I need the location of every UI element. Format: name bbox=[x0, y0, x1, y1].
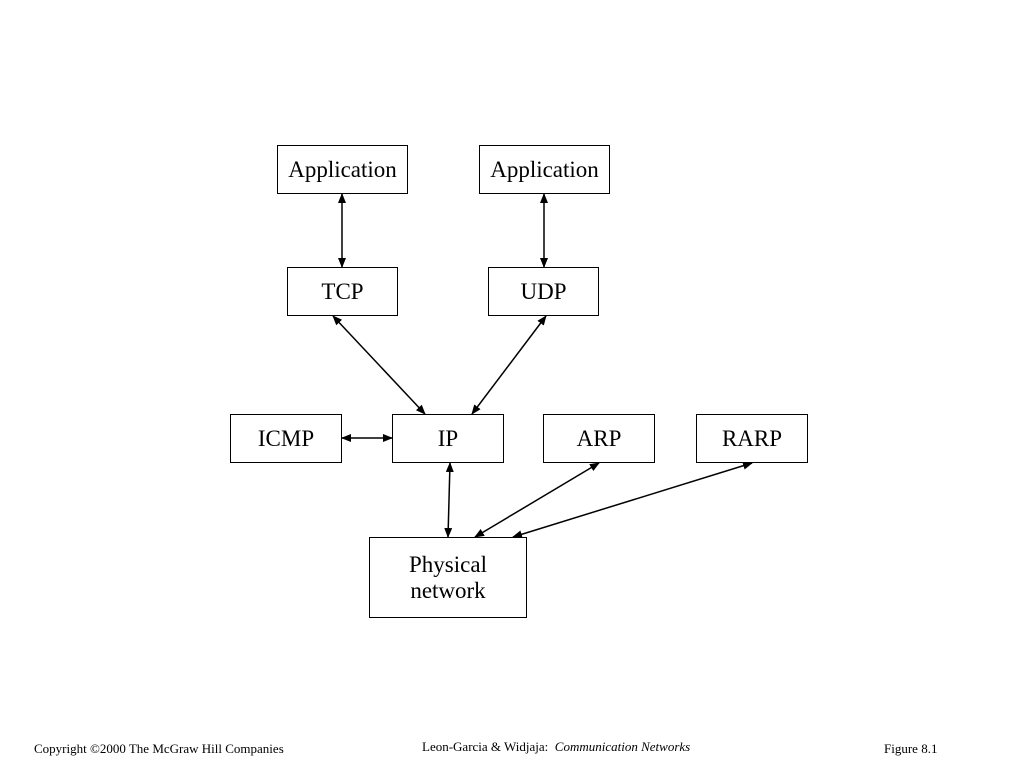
application-label-left: Application bbox=[288, 156, 397, 182]
edge-arp-phys bbox=[474, 462, 600, 538]
copyright-text: Copyright ©2000 The McGraw Hill Companie… bbox=[34, 741, 284, 756]
edge-tcp-ip bbox=[332, 315, 426, 415]
tcp-label: TCP bbox=[321, 278, 364, 304]
application-box-left: Application bbox=[277, 145, 408, 194]
arp-label: ARP bbox=[576, 425, 622, 451]
udp-box: UDP bbox=[488, 267, 599, 316]
figure-number: Figure 8.1 bbox=[884, 741, 938, 756]
udp-label: UDP bbox=[520, 278, 567, 304]
ip-label: IP bbox=[437, 425, 459, 451]
physical-network-label: Physical network bbox=[409, 551, 487, 603]
edge-rarp-phys bbox=[512, 461, 753, 539]
citation: Leon-Garcia & Widjaja: Communication Net… bbox=[422, 739, 690, 755]
tcp-box: TCP bbox=[287, 267, 398, 316]
edge-udp-ip bbox=[471, 315, 547, 415]
application-box-right: Application bbox=[479, 145, 610, 194]
citation-book-title: Communication Networks bbox=[554, 739, 691, 754]
citation-authors: Leon-Garcia & Widjaja: bbox=[422, 739, 549, 754]
rarp-box: RARP bbox=[696, 414, 808, 463]
edge-ip-phys bbox=[444, 462, 454, 538]
icmp-label: ICMP bbox=[257, 425, 315, 451]
icmp-box: ICMP bbox=[230, 414, 342, 463]
ip-box: IP bbox=[392, 414, 504, 463]
arp-box: ARP bbox=[543, 414, 655, 463]
physical-network-box: Physical network bbox=[369, 537, 527, 618]
rarp-label: RARP bbox=[721, 425, 783, 451]
application-label-right: Application bbox=[490, 156, 599, 182]
